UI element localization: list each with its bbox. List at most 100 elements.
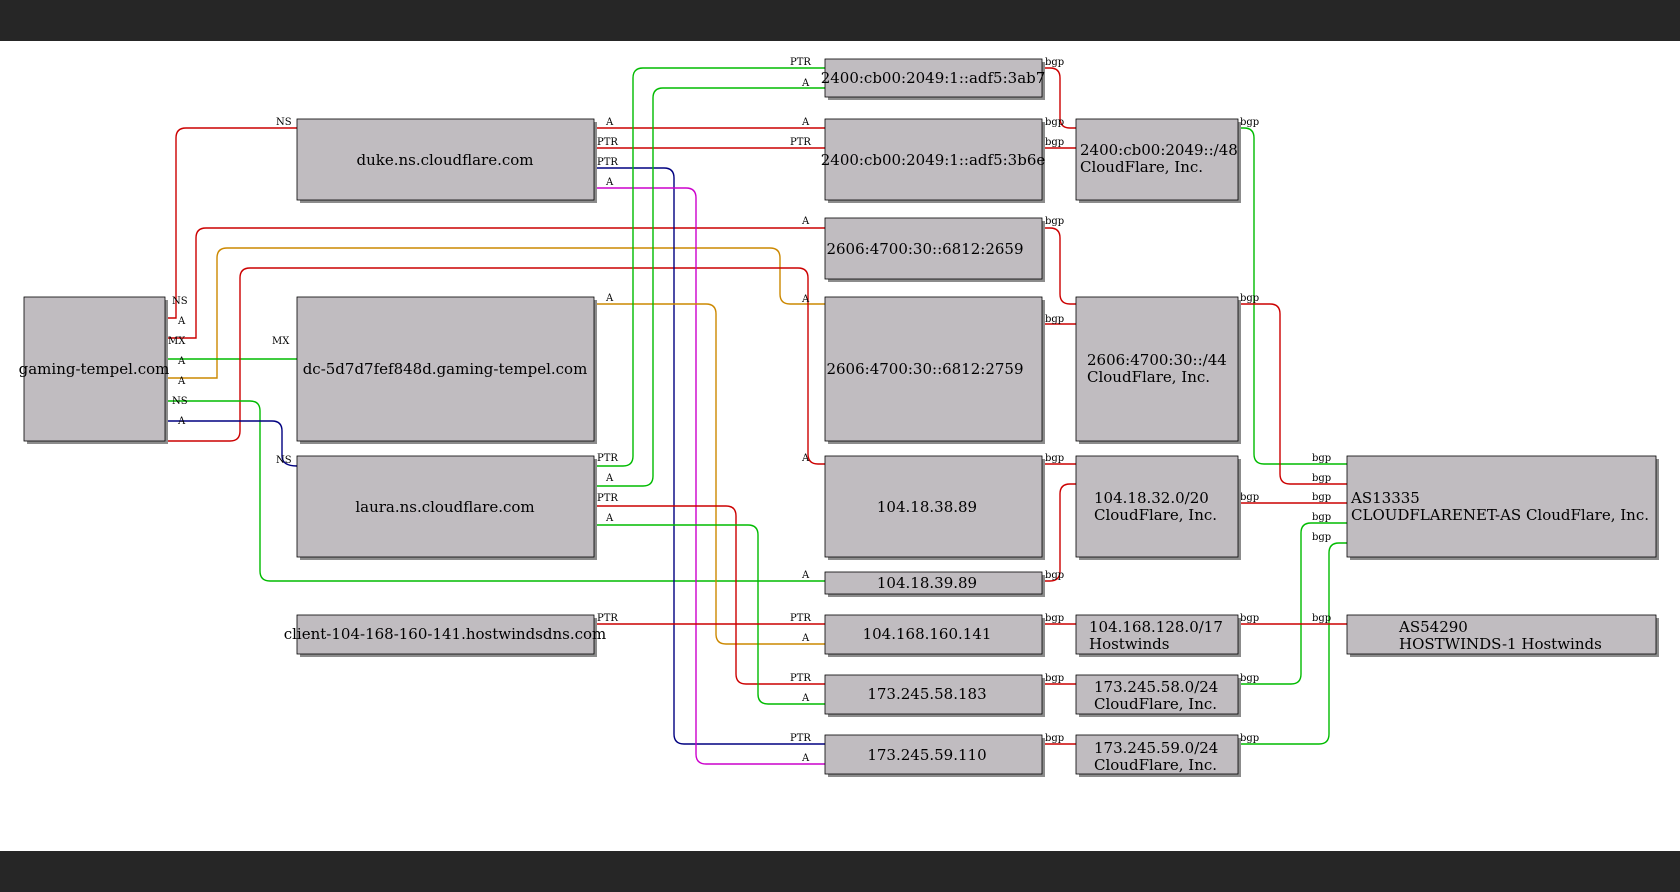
label-bgp: bgp <box>1045 453 1064 464</box>
label-bgp: bgp <box>1045 570 1064 581</box>
node-domain-label: gaming-tempel.com <box>19 360 170 378</box>
node-net-173-59-prefix: 173.245.59.0/24 <box>1094 739 1218 757</box>
label-bgp: bgp <box>1045 57 1064 68</box>
node-ip6-2759[interactable]: 2606:4700:30::6812:2759 <box>824 296 1045 444</box>
node-ip6-ab7-label: 2400:cb00:2049:1::adf5:3ab7 <box>821 69 1046 87</box>
node-ip6-2759-label: 2606:4700:30::6812:2759 <box>826 360 1023 378</box>
label-bgp: bgp <box>1045 314 1064 325</box>
label-ptr: PTR <box>790 733 811 744</box>
label-bgp: bgp <box>1240 733 1259 744</box>
node-net-173-59-org: CloudFlare, Inc. <box>1094 756 1217 774</box>
node-net-2606[interactable]: 2606:4700:30::/44 CloudFlare, Inc. <box>1075 296 1241 444</box>
node-ip-38-89-label: 104.18.38.89 <box>877 498 977 516</box>
node-ip-58-183-label: 173.245.58.183 <box>867 685 986 703</box>
node-ip-38-89[interactable]: 104.18.38.89 <box>824 455 1045 560</box>
node-duke[interactable]: duke.ns.cloudflare.com <box>296 118 597 203</box>
label-a: A <box>605 293 614 304</box>
label-a: A <box>177 316 186 327</box>
label-a: A <box>801 633 810 644</box>
label-ptr: PTR <box>597 493 618 504</box>
node-ip-59-110[interactable]: 173.245.59.110 <box>824 734 1045 777</box>
edge-laura-ab7-a <box>594 87 825 487</box>
node-as13335[interactable]: AS13335 CLOUDFLARENET-AS CloudFlare, Inc… <box>1346 455 1659 560</box>
label-bgp: bgp <box>1240 492 1259 503</box>
edge-laura-58183-a <box>594 524 825 705</box>
label-a: A <box>605 473 614 484</box>
label-ns: NS <box>276 117 292 128</box>
node-client[interactable]: client-104-168-160-141.hostwindsdns.com <box>284 614 607 657</box>
edge-laura-58183-ptr <box>594 505 825 685</box>
label-a: A <box>605 513 614 524</box>
node-ip-39-89[interactable]: 104.18.39.89 <box>824 571 1045 597</box>
edges <box>165 67 1347 765</box>
node-domain[interactable]: gaming-tempel.com <box>19 296 170 444</box>
edge-domain-laura-ns <box>165 420 298 467</box>
label-bgp: bgp <box>1045 673 1064 684</box>
edge-duke-59110-a <box>594 187 825 765</box>
label-bgp: bgp <box>1240 117 1259 128</box>
nodes: gaming-tempel.com duke.ns.cloudflare.com… <box>19 58 1659 777</box>
node-net-173-58-org: CloudFlare, Inc. <box>1094 695 1217 713</box>
edge-domain-2659-a <box>165 227 825 339</box>
node-ip6-2659-label: 2606:4700:30::6812:2659 <box>826 240 1023 258</box>
node-net-2400[interactable]: 2400:cb00:2049::/48 CloudFlare, Inc. <box>1075 118 1241 203</box>
node-as54290-org: HOSTWINDS-1 Hostwinds <box>1399 635 1602 653</box>
label-ptr: PTR <box>597 613 618 624</box>
node-ip-58-183[interactable]: 173.245.58.183 <box>824 674 1045 717</box>
node-ip-160-141-label: 104.168.160.141 <box>863 625 992 643</box>
node-ip6-ab7[interactable]: 2400:cb00:2049:1::adf5:3ab7 <box>821 58 1046 100</box>
edge-ab7-net2400 <box>1042 67 1076 129</box>
node-net-2400-prefix: 2400:cb00:2049::/48 <box>1080 141 1238 159</box>
label-bgp: bgp <box>1240 293 1259 304</box>
edge-3989-net10418 <box>1042 483 1076 582</box>
label-a: A <box>177 376 186 387</box>
edge-2659-net2606 <box>1042 227 1076 305</box>
node-dc[interactable]: dc-5d7d7fef848d.gaming-tempel.com <box>296 296 597 444</box>
node-laura-label: laura.ns.cloudflare.com <box>355 498 534 516</box>
node-ip-59-110-label: 173.245.59.110 <box>867 746 986 764</box>
label-a: A <box>801 78 810 89</box>
label-ns: NS <box>276 455 292 466</box>
label-a: A <box>801 753 810 764</box>
label-bgp: bgp <box>1045 117 1064 128</box>
label-ptr: PTR <box>790 613 811 624</box>
node-net-104-18-prefix: 104.18.32.0/20 <box>1094 489 1209 507</box>
label-bgp: bgp <box>1312 453 1331 464</box>
label-ptr: PTR <box>790 137 811 148</box>
edge-laura-ab7-ptr <box>594 67 825 467</box>
node-net-104-18[interactable]: 104.18.32.0/20 CloudFlare, Inc. <box>1075 455 1241 560</box>
node-as54290[interactable]: AS54290 HOSTWINDS-1 Hostwinds <box>1346 614 1659 657</box>
label-bgp: bgp <box>1045 613 1064 624</box>
node-ip6-b6e[interactable]: 2400:cb00:2049:1::adf5:3b6e <box>821 118 1046 203</box>
node-laura[interactable]: laura.ns.cloudflare.com <box>296 455 597 560</box>
node-ip6-b6e-label: 2400:cb00:2049:1::adf5:3b6e <box>821 151 1046 169</box>
label-ns: NS <box>172 396 188 407</box>
label-bgp: bgp <box>1240 673 1259 684</box>
label-ptr: PTR <box>597 453 618 464</box>
label-bgp: bgp <box>1312 613 1331 624</box>
edge-labels: NS NS A MX MX A A NS A NS A PTR PTR A A … <box>168 57 1331 764</box>
node-ip-160-141[interactable]: 104.168.160.141 <box>824 614 1045 657</box>
edge-domain-2759-a <box>165 247 825 379</box>
edge-domain-3989-a <box>165 400 825 582</box>
node-dc-label: dc-5d7d7fef848d.gaming-tempel.com <box>303 360 588 378</box>
label-ns: NS <box>172 296 188 307</box>
diagram-canvas: NS NS A MX MX A A NS A NS A PTR PTR A A … <box>0 41 1680 851</box>
label-a: A <box>801 693 810 704</box>
label-a: A <box>801 117 810 128</box>
edge-duke-59110-ptr <box>594 167 825 745</box>
label-a: A <box>605 177 614 188</box>
node-net-2400-org: CloudFlare, Inc. <box>1080 158 1203 176</box>
node-ip6-2659[interactable]: 2606:4700:30::6812:2659 <box>824 217 1045 282</box>
node-as13335-asn: AS13335 <box>1350 489 1420 507</box>
label-a: A <box>605 117 614 128</box>
network-graph: NS NS A MX MX A A NS A NS A PTR PTR A A … <box>19 57 1659 777</box>
node-net-173-58[interactable]: 173.245.58.0/24 CloudFlare, Inc. <box>1075 674 1241 717</box>
node-client-label: client-104-168-160-141.hostwindsdns.com <box>284 625 607 643</box>
edge-dc-160141-a <box>594 303 825 645</box>
label-ptr: PTR <box>597 137 618 148</box>
edge-domain-duke-ns <box>165 127 297 319</box>
node-net-104-168[interactable]: 104.168.128.0/17 Hostwinds <box>1075 614 1241 657</box>
node-net-173-59[interactable]: 173.245.59.0/24 CloudFlare, Inc. <box>1075 734 1241 777</box>
label-a: A <box>177 416 186 427</box>
